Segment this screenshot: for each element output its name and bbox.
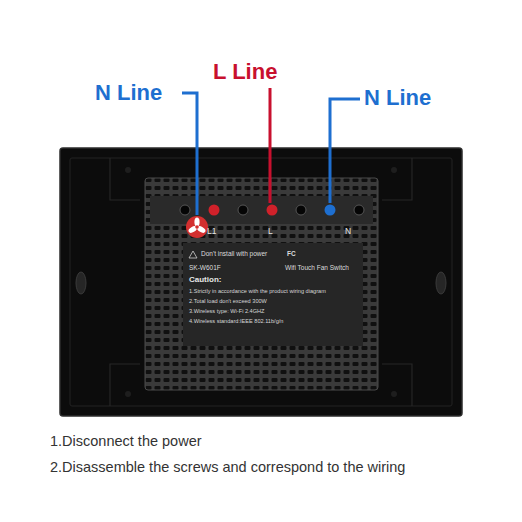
wire-label: N Line [364, 85, 431, 110]
instruction-step: 2.Disassemble the screws and correspond … [50, 459, 405, 476]
module-print: Wifi Touch Fan Switch [285, 264, 349, 271]
terminal-hole [238, 205, 248, 215]
module-print: 2.Total load don't exceed 300W [189, 298, 267, 304]
leader-line [269, 88, 272, 203]
terminal-l [267, 205, 278, 216]
leader-line [182, 93, 197, 215]
switch-panel [60, 148, 462, 416]
switch-module: L1 L N Don't install with power FC SK-W601F Wi… [145, 178, 378, 390]
screw-hole [391, 167, 397, 173]
module-print: 3.Wireless type: Wi-Fi 2.4GHZ [189, 308, 265, 314]
terminal-hole [180, 205, 190, 215]
terminal-label: L1 [207, 227, 216, 236]
instruction-step: 1.Disconnect the power [50, 433, 202, 450]
module-print: Caution: [189, 276, 221, 285]
screw-hole [125, 391, 131, 397]
terminal-label: L [268, 227, 273, 236]
label-area [183, 243, 363, 346]
module-print: 1.Strictly in accordance with the produc… [189, 288, 326, 294]
terminal-n [325, 205, 336, 216]
screw-hole [391, 391, 397, 397]
terminal-strip [150, 196, 373, 224]
wire-label: N Line [95, 80, 162, 105]
panel-rib [110, 158, 412, 406]
mounting-slot [76, 272, 86, 294]
leader-line [330, 99, 360, 203]
warning-icon [189, 251, 197, 258]
terminal-hole [296, 205, 306, 215]
mounting-slot [436, 272, 446, 294]
terminal-l1 [209, 205, 220, 216]
panel-frame [70, 158, 452, 406]
terminal-hole [354, 205, 364, 215]
module-print: SK-W601F [189, 264, 221, 271]
wire-label: L Line [213, 59, 277, 84]
module-print: Don't install with power [201, 250, 267, 257]
module-print: FC [287, 250, 296, 257]
screw-hole [125, 167, 131, 173]
module-housing [145, 178, 378, 390]
terminal-label: N [345, 227, 351, 236]
fan-icon [186, 216, 208, 238]
module-print: 4.Wireless standard:IEEE 802.11b/g/n [189, 318, 283, 324]
